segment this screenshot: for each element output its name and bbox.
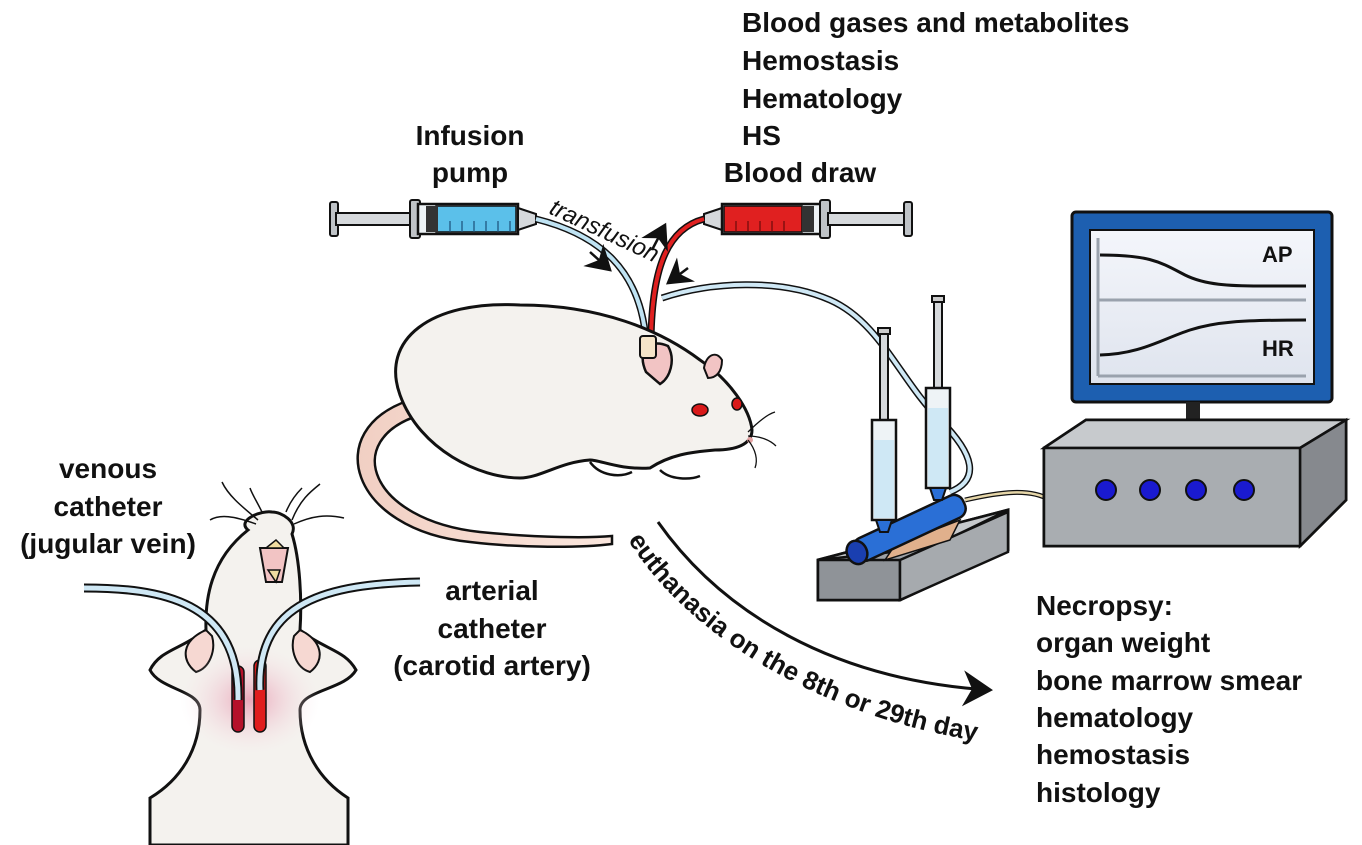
arterial-label-line: catheter: [438, 613, 547, 644]
infusion-line: [535, 215, 650, 341]
knob-icon: [1139, 479, 1161, 501]
necropsy-item: histology: [1036, 777, 1161, 808]
rat-ventral-icon: [148, 481, 358, 845]
blood-draw-syringe-icon: [703, 199, 913, 239]
arterial-catheter-tube: [255, 577, 421, 691]
necropsy-item: hemostasis: [1036, 739, 1190, 770]
venous-label-line: (jugular vein): [20, 528, 196, 559]
venous-catheter-tube: [83, 583, 243, 701]
monitor-icon: AP HR: [1070, 210, 1334, 438]
arterial-label-line: (carotid artery): [393, 650, 591, 681]
necropsy-item: hematology: [1036, 702, 1194, 733]
transducer-syringe-right: [924, 295, 952, 501]
analysis-item: HS: [742, 120, 781, 151]
knob-icon: [1185, 479, 1207, 501]
venous-label-line: catheter: [54, 491, 163, 522]
blood-draw-line: [647, 215, 706, 341]
arterial-catheter-label: arterial catheter (carotid artery): [393, 575, 591, 681]
analysis-item: Blood gases and metabolites: [742, 7, 1129, 38]
flow-arrows: [583, 222, 695, 285]
venous-catheter-label: venous catheter (jugular vein): [20, 453, 196, 559]
necropsy-heading: Necropsy:: [1036, 590, 1173, 621]
knob-icon: [1233, 479, 1255, 501]
knob-icon: [1095, 479, 1117, 501]
infusion-pump-label: Infusion pump: [416, 120, 525, 188]
necropsy-item: organ weight: [1036, 627, 1210, 658]
euthanasia-arrow: [656, 521, 993, 707]
blood-draw-label: Blood draw: [724, 157, 877, 188]
necropsy-item: bone marrow smear: [1036, 665, 1302, 696]
amplifier-box-icon: [1039, 417, 1351, 550]
analysis-list: Blood gases and metabolites Hemostasis H…: [742, 7, 1129, 151]
pump-label-line: pump: [432, 157, 508, 188]
infusion-syringe-icon: [329, 199, 537, 239]
venous-label-line: venous: [59, 453, 157, 484]
arterial-label-line: arterial: [445, 575, 538, 606]
analysis-item: Hematology: [742, 83, 903, 114]
rat-icon: [356, 303, 777, 549]
pressure-line: [660, 281, 974, 496]
analysis-item: Hemostasis: [742, 45, 899, 76]
hr-trace-label: HR: [1262, 336, 1294, 361]
transducer-syringe-left: [870, 327, 898, 533]
necropsy-list: Necropsy: organ weight bone marrow smear…: [1036, 590, 1302, 808]
transducer-icon: [816, 295, 1010, 602]
infusion-label-line: Infusion: [416, 120, 525, 151]
ap-trace-label: AP: [1262, 242, 1293, 267]
